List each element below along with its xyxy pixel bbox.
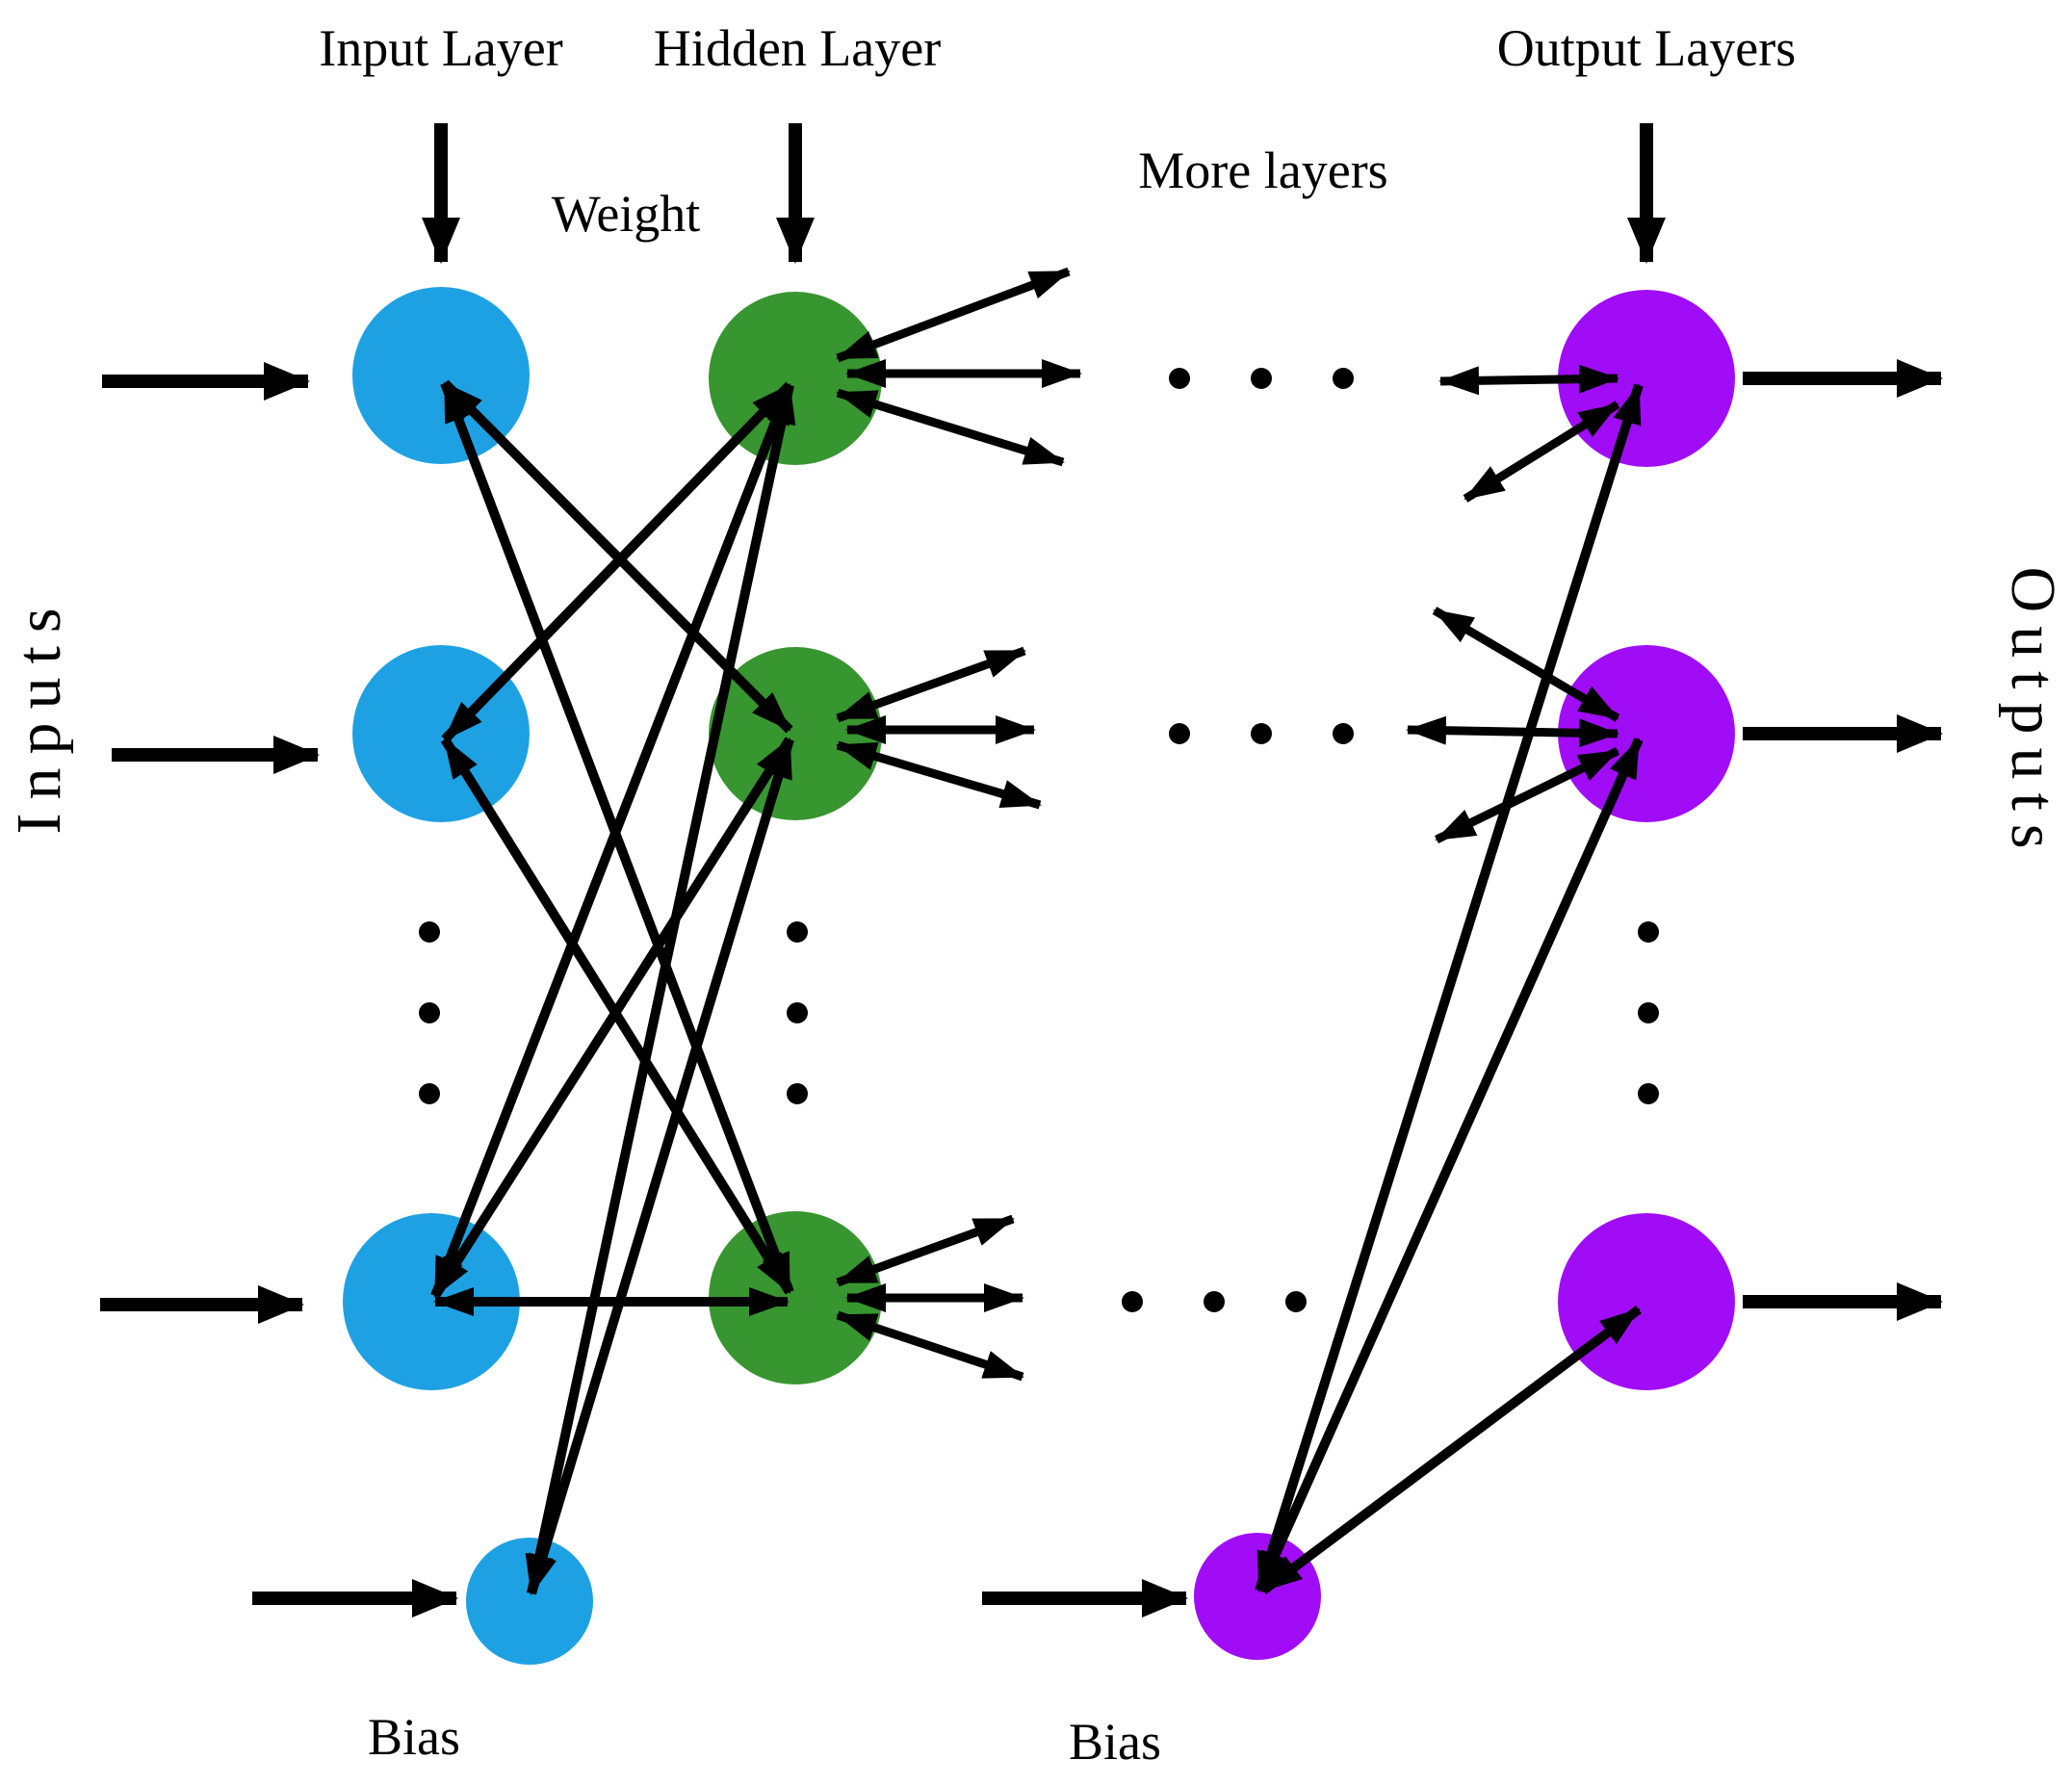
layer-pointer-arrows	[422, 123, 1666, 264]
dot	[419, 1083, 440, 1104]
fanin-o2-up	[1432, 607, 1620, 722]
output-layers-label: Output Layers	[1497, 19, 1796, 77]
inputs-label: Inputs	[4, 595, 74, 835]
dot	[1204, 1291, 1225, 1312]
output-bias-connections	[1255, 383, 1644, 1595]
connection-bias-h1	[525, 383, 796, 1595]
outputs-label: Outputs	[1998, 566, 2068, 862]
dot	[1251, 368, 1272, 389]
input-layer-label: Input Layer	[319, 19, 562, 77]
connection-bias-o2	[1255, 737, 1644, 1593]
bias-hidden-label: Bias	[1069, 1713, 1161, 1771]
weight-label: Weight	[552, 185, 701, 243]
dot	[1169, 723, 1190, 744]
dot	[419, 1002, 440, 1023]
bias-input-label: Bias	[368, 1708, 460, 1766]
input-bias-node	[466, 1538, 593, 1665]
connection-bias-o3	[1260, 1305, 1642, 1595]
hidden-layer-nodes	[709, 292, 1321, 1660]
dot	[1285, 1291, 1307, 1312]
hidden-bias-node	[1194, 1533, 1321, 1660]
weight-connections	[430, 379, 796, 1595]
fanout-h1-up	[836, 267, 1071, 363]
more-layers-label: More layers	[1138, 142, 1387, 199]
fanin-o1-mid	[1438, 364, 1619, 396]
dot	[1638, 921, 1659, 943]
hidden-layer-label: Hidden Layer	[654, 19, 941, 77]
fanout-h2-up	[836, 646, 1026, 723]
fanout-h3-down	[836, 1310, 1024, 1382]
dot	[787, 1083, 808, 1104]
dot	[1638, 1002, 1659, 1023]
output-layer-nodes	[1558, 290, 1735, 1390]
fanout-h2-down	[836, 740, 1042, 810]
io-arrows	[100, 359, 1943, 1618]
fanout-h1-down	[836, 388, 1065, 467]
input-node-2	[352, 645, 530, 822]
dot	[787, 921, 808, 943]
fanin-o1-down	[1463, 401, 1620, 503]
dot	[419, 921, 440, 943]
hidden-fanout-arrows	[836, 267, 1082, 1382]
dot	[1122, 1291, 1143, 1312]
dot	[1169, 368, 1190, 389]
dot	[1333, 723, 1354, 744]
output-node-3	[1558, 1213, 1735, 1390]
dot	[1638, 1083, 1659, 1104]
dot	[787, 1002, 808, 1023]
fanin-o2-mid	[1406, 715, 1619, 748]
connection-bias-h2	[527, 738, 794, 1595]
dot	[1333, 368, 1354, 389]
dot	[1251, 723, 1272, 744]
ellipsis-dots	[419, 368, 1659, 1312]
connection-bias-o1	[1255, 383, 1644, 1592]
fanout-h3-up	[836, 1214, 1015, 1287]
